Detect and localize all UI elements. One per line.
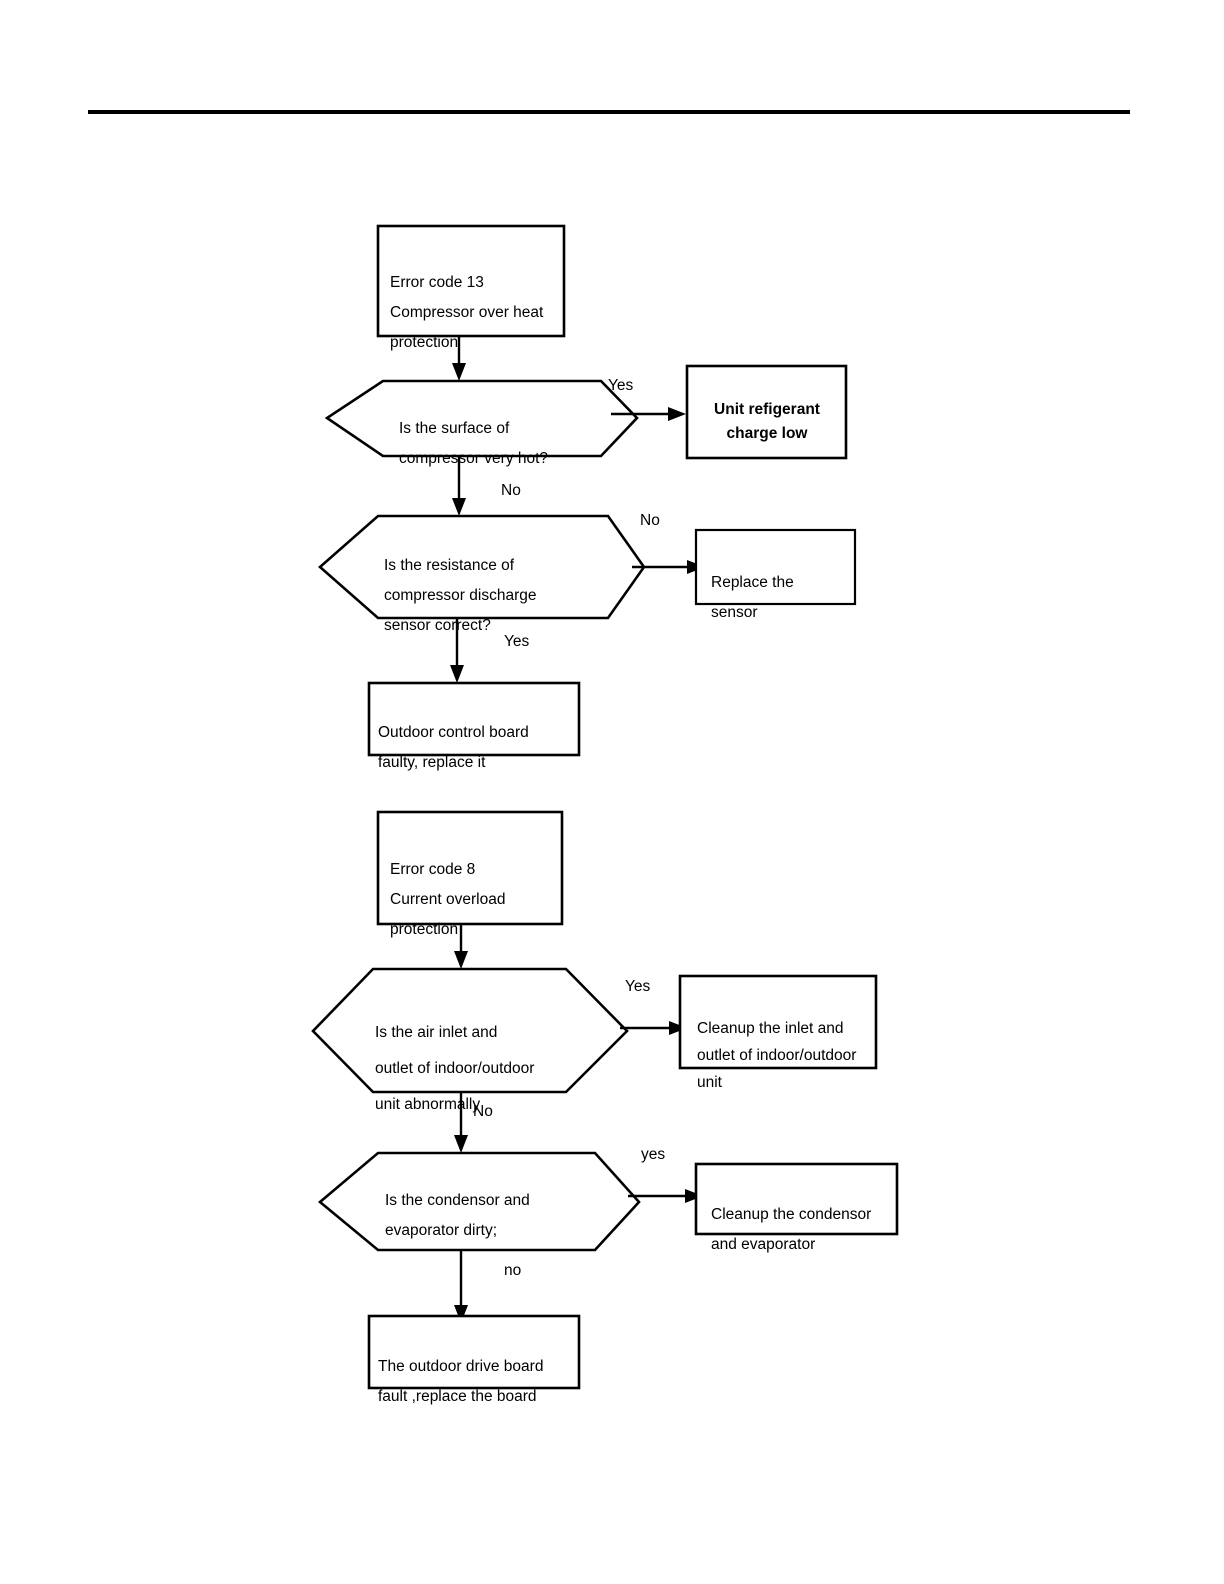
node-start13-shape (376, 224, 566, 338)
node-dec8b-shape (317, 1151, 641, 1252)
edge-label-yes-8a: Yes (625, 978, 651, 995)
edge-dec13b-end13-arrow (450, 665, 464, 683)
node-end13-line2: faulty, replace it (378, 754, 486, 771)
node-dec13b-text: Is the resistance of compressor discharg… (384, 521, 564, 641)
node-dec8a-text: Is the air inlet and outlet of indoor/ou… (375, 979, 585, 1123)
node-dec8a-line3: unit abnormally (375, 1096, 481, 1113)
node-dec13b-line3: sensor correct? (384, 617, 491, 634)
edge-start8-dec8a-arrow (454, 951, 468, 969)
node-start13-line3: protection (390, 334, 459, 351)
node-dec13b-line2: compressor discharge (384, 587, 537, 604)
node-dec8b-line1: Is the condensor and (385, 1192, 530, 1209)
node-out13b-line2: sensor (711, 604, 758, 621)
node-end8-text: The outdoor drive board fault ,replace t… (378, 1322, 574, 1412)
edge-start13-dec13a-arrow (452, 363, 466, 381)
node-end13-line1: Outdoor control board (378, 724, 529, 741)
node-start8-line2: Current overload (390, 891, 506, 908)
edge-dec8a-dec8b-arrow (454, 1135, 468, 1153)
node-start8-text: Error code 8 Current overload protection (390, 825, 558, 945)
node-out8b-shape (694, 1162, 899, 1236)
node-out13b-shape (694, 528, 857, 606)
edge-label-yes-8b: yes (641, 1146, 666, 1163)
edge-dec8a-out8a-arrow (669, 1021, 687, 1035)
node-out8a-line3: unit (697, 1074, 722, 1091)
node-out13a-line1: Unit refigerant (714, 401, 820, 418)
node-start13-line1: Error code 13 (390, 274, 484, 291)
node-start13-line2: Compressor over heat (390, 304, 544, 321)
node-out8a-text: Cleanup the inlet and outlet of indoor/o… (697, 988, 877, 1096)
node-dec13a-line2: compressor very hot? (399, 450, 549, 467)
node-dec8a-line1: Is the air inlet and (375, 1024, 498, 1041)
node-dec8a-line2: outlet of indoor/outdoor (375, 1060, 535, 1077)
header-rule (88, 110, 1130, 114)
node-dec8b-text: Is the condensor and evaporator dirty; (385, 1156, 565, 1246)
node-start8-line1: Error code 8 (390, 861, 476, 878)
edge-label-no-8a: No (473, 1103, 493, 1120)
node-out13b-line1: Replace the (711, 574, 794, 591)
node-start8-line3: protection (390, 921, 459, 938)
node-end8-shape (367, 1314, 581, 1390)
edge-label-yes-13b: Yes (504, 633, 530, 650)
node-out8a-line2: outlet of indoor/outdoor (697, 1047, 857, 1064)
node-dec13a-line1: Is the surface of (399, 420, 510, 437)
node-dec8b-line2: evaporator dirty; (385, 1222, 497, 1239)
node-end13-shape (367, 681, 581, 757)
node-end13-text: Outdoor control board faulty, replace it (378, 688, 574, 778)
node-out8b-line2: and evaporator (711, 1236, 816, 1253)
node-out13a-text: Unit refigerant charge low (692, 374, 842, 446)
edge-label-yes-13a: Yes (608, 377, 634, 394)
node-out8b-line1: Cleanup the condensor (711, 1206, 872, 1223)
node-start13-text: Error code 13 Compressor over heat prote… (390, 238, 558, 358)
node-out8a-line1: Cleanup the inlet and (697, 1020, 844, 1037)
node-out13b-text: Replace the sensor (711, 538, 851, 628)
edge-dec13a-dec13b-arrow (452, 498, 466, 516)
edge-dec13a-out13a-arrow (668, 407, 686, 421)
node-out8a-shape (678, 974, 878, 1070)
node-dec13a-text: Is the surface of compressor very hot? (399, 384, 574, 474)
node-end8-line2: fault ,replace the board (378, 1388, 537, 1405)
edge-dec8b-out8b-arrow (685, 1189, 703, 1203)
node-out13a-line2: charge low (726, 425, 808, 442)
edge-label-no-8b: no (504, 1262, 522, 1279)
node-dec8a-shape (311, 967, 629, 1094)
node-dec13b-line1: Is the resistance of (384, 557, 515, 574)
edge-label-no-13b: No (640, 512, 660, 529)
edge-label-no-13a: No (501, 482, 521, 499)
edge-dec8b-end8-arrow (454, 1305, 468, 1323)
node-end8-line1: The outdoor drive board (378, 1358, 544, 1375)
node-start8-shape (376, 810, 564, 926)
node-out13a-shape (685, 364, 848, 460)
node-out8b-text: Cleanup the condensor and evaporator (711, 1170, 897, 1260)
node-dec13a-shape (324, 379, 639, 458)
node-dec13b-shape (318, 514, 646, 620)
